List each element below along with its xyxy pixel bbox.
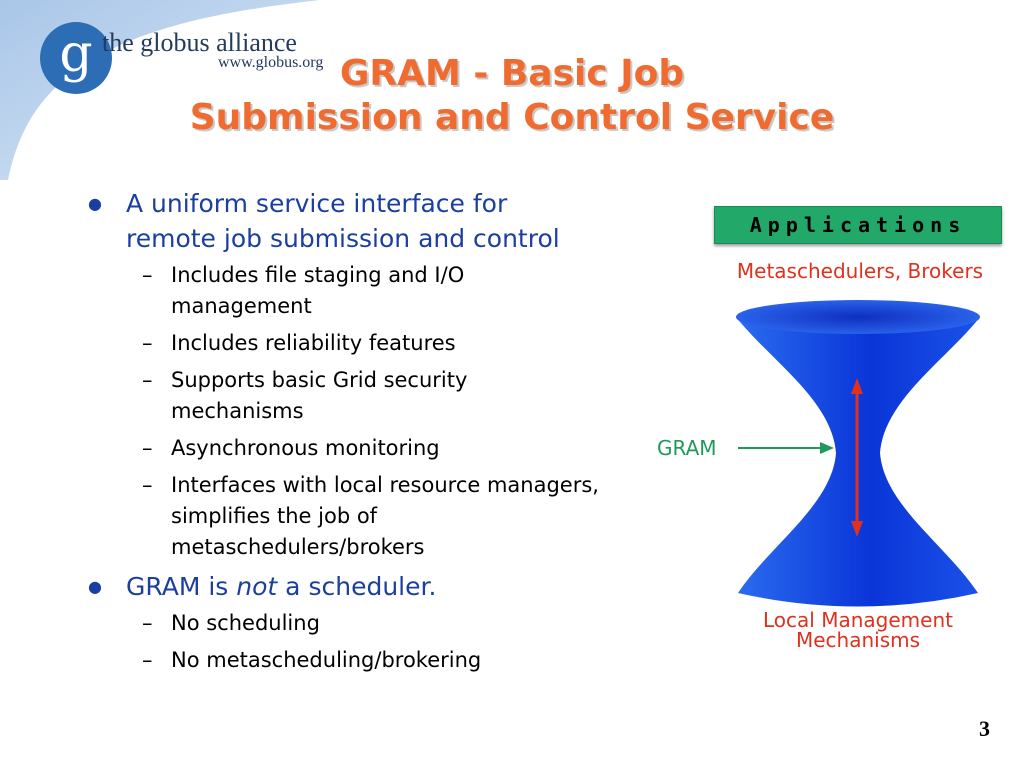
sub-bullet-item: –No scheduling bbox=[82, 608, 602, 639]
dash-icon: – bbox=[142, 473, 153, 497]
slide-title: GRAM - Basic Job Submission and Control … bbox=[80, 52, 944, 140]
bullet-list: ● A uniform service interface for remote… bbox=[82, 186, 602, 682]
bullet-text: A uniform service interface for remote j… bbox=[126, 189, 560, 253]
sub-bullet-list: –No scheduling –No metascheduling/broker… bbox=[82, 608, 602, 676]
bullet-item: ● GRAM is not a scheduler. bbox=[82, 569, 602, 604]
dash-icon: – bbox=[142, 611, 153, 635]
sub-bullet-item: –Supports basic Grid security mechanisms bbox=[82, 365, 602, 427]
hourglass-top-opening bbox=[736, 300, 980, 334]
metaschedulers-label: Metaschedulers, Brokers bbox=[736, 259, 984, 283]
dash-icon: – bbox=[142, 263, 153, 287]
sub-bullet-item: –Asynchronous monitoring bbox=[82, 433, 602, 464]
bullet-dot-icon: ● bbox=[88, 577, 102, 596]
applications-box: Applications bbox=[714, 206, 1002, 244]
gram-label: GRAM bbox=[657, 436, 717, 460]
sub-bullet-text: No scheduling bbox=[171, 611, 320, 635]
sub-bullet-item: –Includes reliability features bbox=[82, 328, 602, 359]
local-management-line-1: Local Management bbox=[763, 608, 953, 632]
sub-bullet-list: –Includes file staging and I/O managemen… bbox=[82, 260, 602, 563]
page-number: 3 bbox=[979, 716, 990, 741]
bullet-text-emphasis: not bbox=[236, 572, 278, 601]
sub-bullet-text: Includes file staging and I/O management bbox=[171, 263, 465, 318]
bullet-text-after: a scheduler. bbox=[277, 572, 437, 601]
gram-pointer-arrow-icon bbox=[820, 442, 834, 454]
range-arrow-up-icon bbox=[851, 378, 863, 394]
slide-title-line-2: Submission and Control Service bbox=[189, 97, 835, 138]
applications-label: Applications bbox=[749, 213, 967, 237]
bullet-text-before: GRAM is bbox=[126, 572, 237, 601]
local-management-label: Local Management Mechanisms bbox=[736, 610, 980, 650]
sub-bullet-item: –Includes file staging and I/O managemen… bbox=[82, 260, 602, 322]
sub-bullet-text: Supports basic Grid security mechanisms bbox=[171, 368, 468, 423]
range-arrow-down-icon bbox=[851, 521, 863, 537]
dash-icon: – bbox=[142, 368, 153, 392]
bullet-item: ● A uniform service interface for remote… bbox=[82, 186, 602, 256]
sub-bullet-text: Asynchronous monitoring bbox=[171, 436, 440, 460]
dash-icon: – bbox=[142, 648, 153, 672]
org-url: www.globus.org bbox=[218, 54, 324, 71]
sub-bullet-item: –No metascheduling/brokering bbox=[82, 645, 602, 676]
dash-icon: – bbox=[142, 436, 153, 460]
sub-bullet-item: –Interfaces with local resource managers… bbox=[82, 470, 602, 563]
dash-icon: – bbox=[142, 331, 153, 355]
logo-letter: g bbox=[59, 24, 93, 84]
local-management-line-2: Mechanisms bbox=[795, 628, 921, 652]
org-name: the globus alliance bbox=[102, 28, 297, 57]
sub-bullet-text: No metascheduling/brokering bbox=[171, 648, 482, 672]
sub-bullet-text: Interfaces with local resource managers,… bbox=[171, 473, 599, 559]
bullet-dot-icon: ● bbox=[88, 194, 102, 213]
globus-logo: g bbox=[40, 22, 112, 94]
slide-title-line-1: GRAM - Basic Job bbox=[339, 53, 685, 94]
sub-bullet-text: Includes reliability features bbox=[171, 331, 456, 355]
hourglass-diagram bbox=[736, 300, 980, 607]
